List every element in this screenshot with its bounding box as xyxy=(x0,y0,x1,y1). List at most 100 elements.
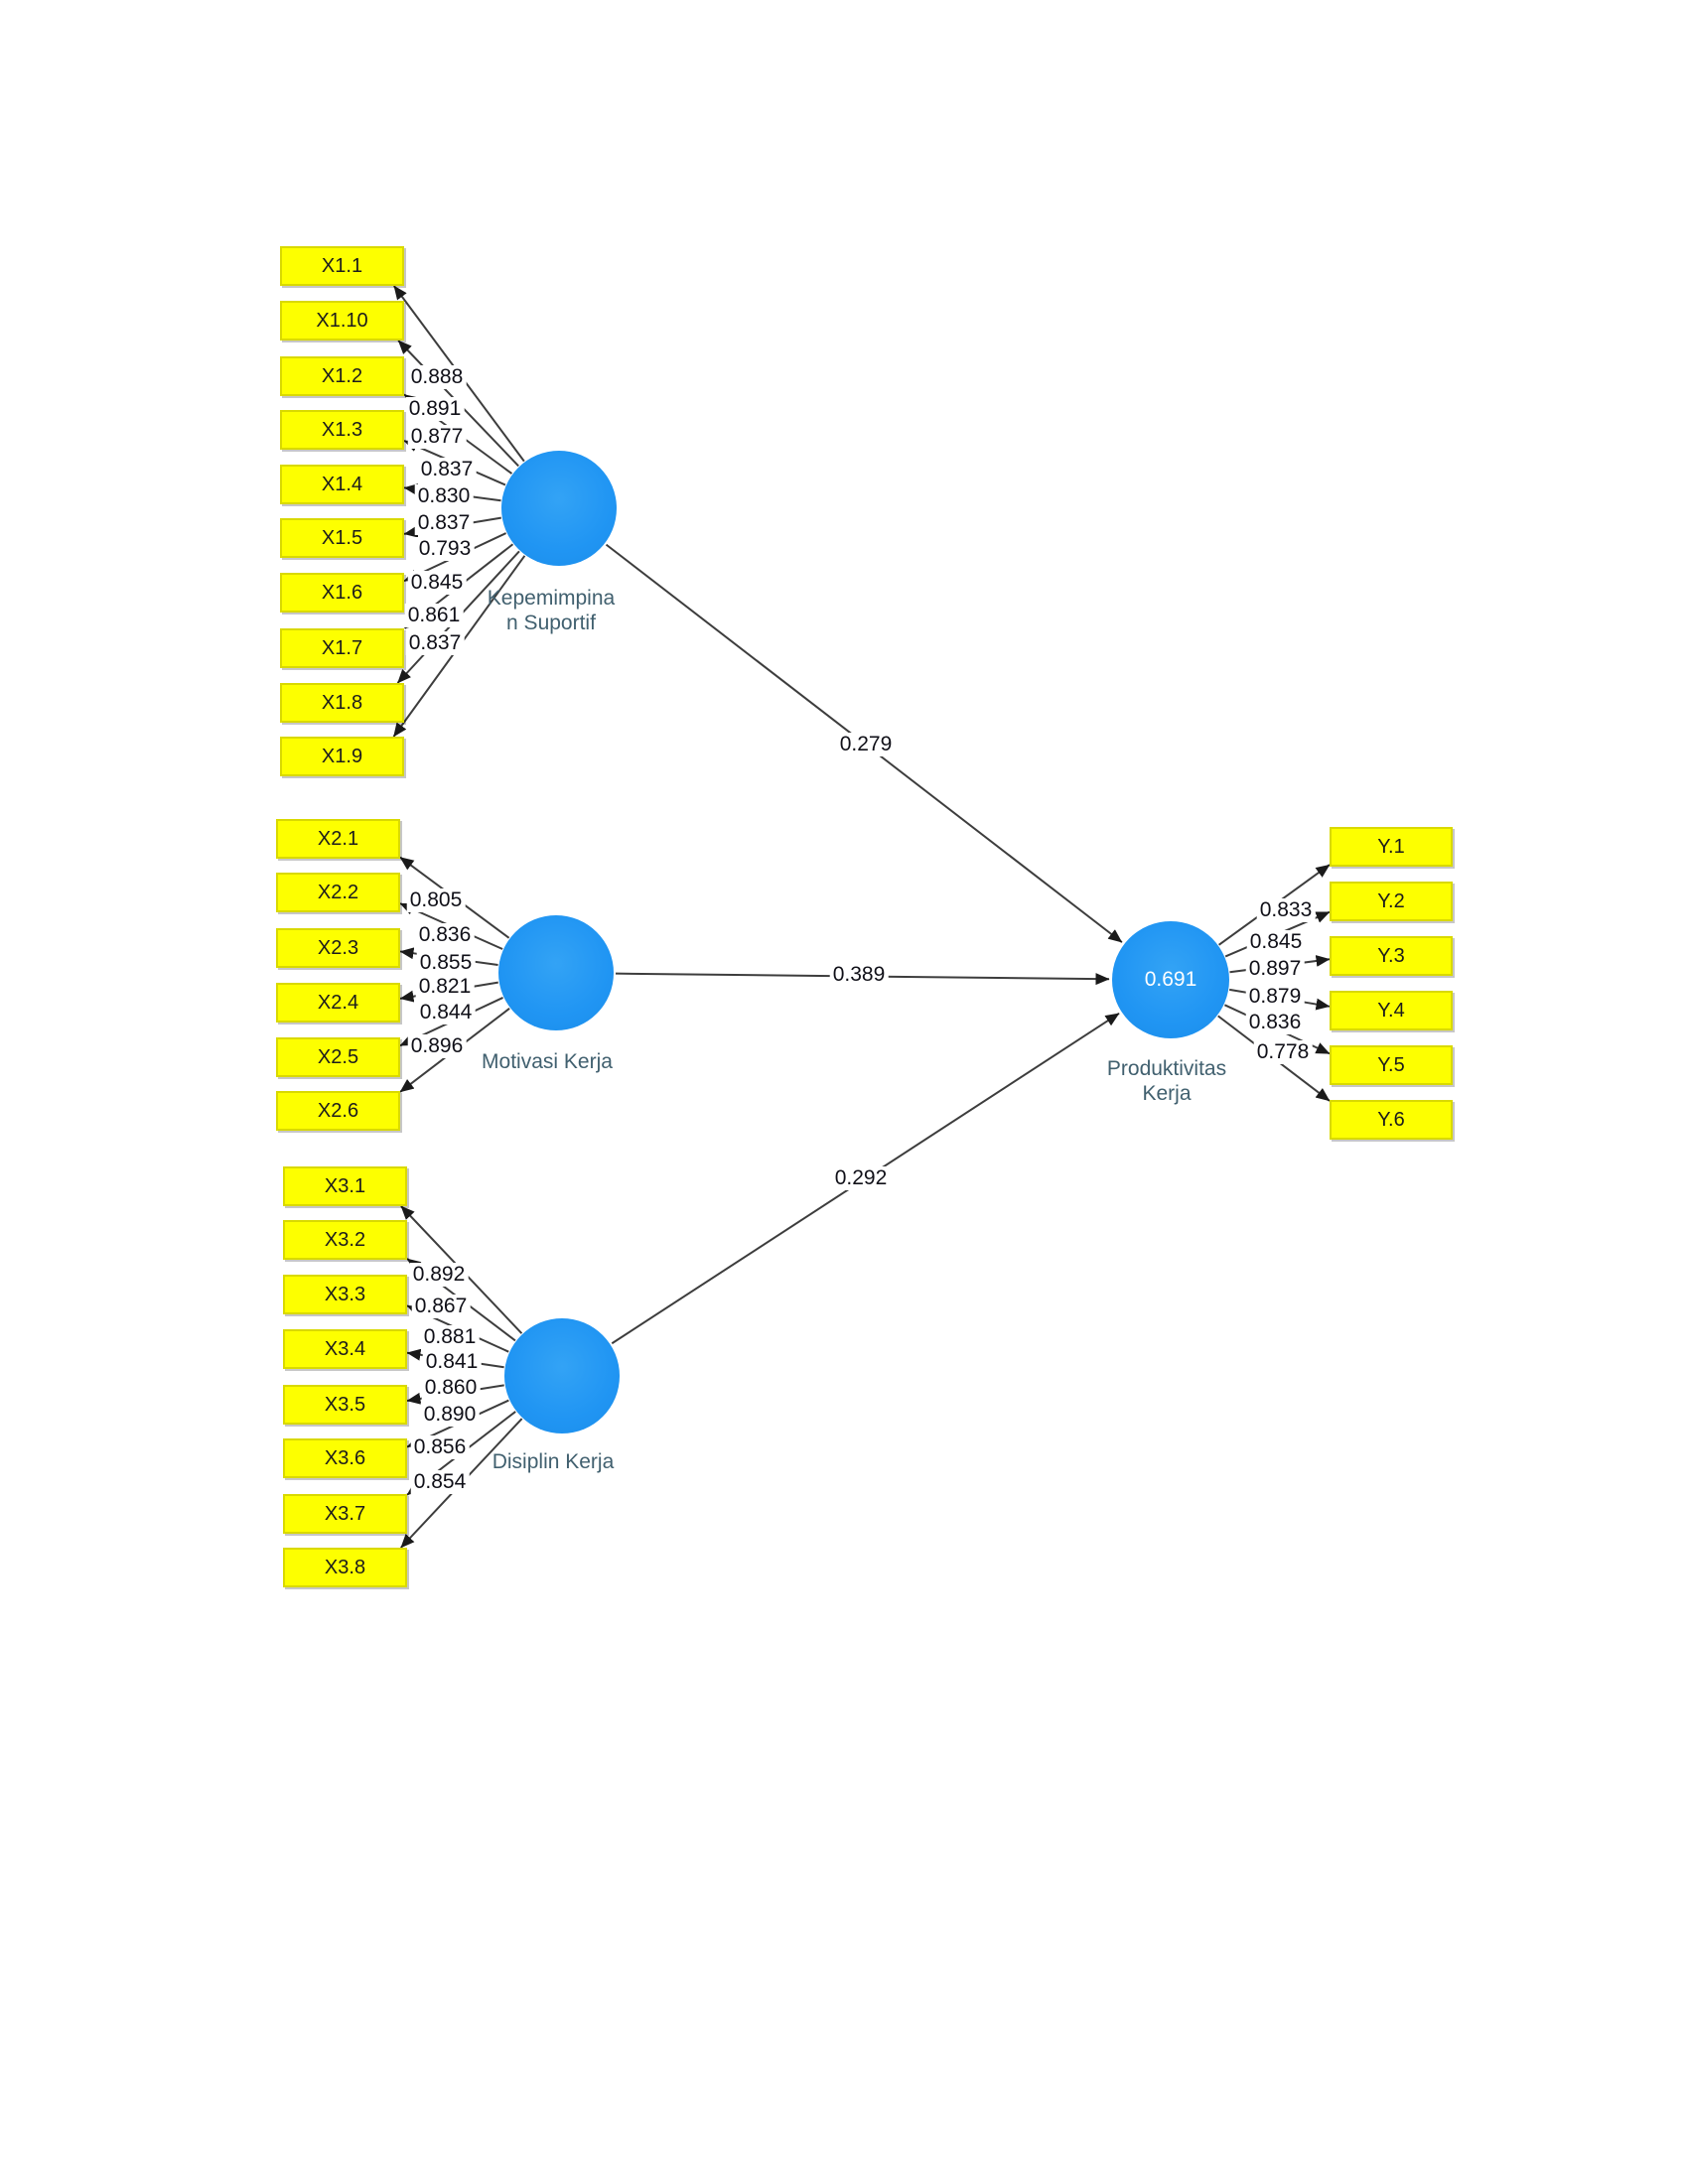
loading-value: 0.793 xyxy=(415,537,475,561)
loading-value: 0.861 xyxy=(404,604,464,627)
loading-value: 0.837 xyxy=(417,458,477,481)
indicator-label: X2.6 xyxy=(317,1099,359,1122)
indicator-x1-3[interactable]: X1.3 xyxy=(280,410,404,450)
loading-value: 0.778 xyxy=(1253,1040,1313,1064)
indicator-label: X2.2 xyxy=(317,881,359,903)
indicator-label: X3.5 xyxy=(324,1393,366,1416)
indicator-label: Y.4 xyxy=(1377,999,1405,1022)
loading-value: 0.805 xyxy=(406,888,466,912)
indicator-x1-9[interactable]: X1.9 xyxy=(280,737,404,776)
indicator-x3-7[interactable]: X3.7 xyxy=(283,1494,407,1534)
loading-value: 0.867 xyxy=(411,1295,471,1318)
loading-value: 0.836 xyxy=(1245,1011,1305,1034)
indicator-label: X2.5 xyxy=(317,1045,359,1068)
indicator-x2-5[interactable]: X2.5 xyxy=(276,1037,400,1077)
latent-label-line: Disiplin Kerja xyxy=(492,1450,615,1473)
loading-value: 0.897 xyxy=(1245,957,1305,981)
indicator-x1-7[interactable]: X1.7 xyxy=(280,628,404,668)
latent-label-line: n Suportif xyxy=(506,612,596,634)
latent-label-line: Produktivitas xyxy=(1106,1057,1227,1080)
loading-value: 0.845 xyxy=(1246,930,1306,954)
indicator-x1-2[interactable]: X1.2 xyxy=(280,356,404,396)
loading-value: 0.888 xyxy=(407,365,467,389)
indicator-label: Y.1 xyxy=(1377,835,1405,858)
indicator-x1-10[interactable]: X1.10 xyxy=(280,301,404,341)
loading-value: 0.833 xyxy=(1256,898,1316,922)
indicator-x3-8[interactable]: X3.8 xyxy=(283,1548,407,1587)
indicator-y-1[interactable]: Y.1 xyxy=(1330,827,1453,867)
indicator-x1-4[interactable]: X1.4 xyxy=(280,465,404,504)
latent-motivasi-kerja[interactable] xyxy=(498,915,614,1030)
indicator-label: X1.6 xyxy=(321,581,363,604)
indicator-label: X3.7 xyxy=(324,1502,366,1525)
indicator-x2-4[interactable]: X2.4 xyxy=(276,983,400,1023)
path-coefficient: 0.279 xyxy=(836,733,896,756)
loading-value: 0.836 xyxy=(415,923,475,947)
indicator-label: X3.6 xyxy=(324,1446,366,1469)
loading-value: 0.879 xyxy=(1245,985,1305,1009)
loading-value: 0.837 xyxy=(414,511,474,535)
latent-kepemimpinan-suportif[interactable] xyxy=(501,451,617,566)
indicator-label: X3.3 xyxy=(324,1283,366,1305)
latent-label-motivasi-kerja: Motivasi Kerja xyxy=(482,1049,613,1074)
indicator-x3-4[interactable]: X3.4 xyxy=(283,1329,407,1369)
indicator-x2-3[interactable]: X2.3 xyxy=(276,928,400,968)
indicator-x2-1[interactable]: X2.1 xyxy=(276,819,400,859)
latent-label-disiplin-kerja: Disiplin Kerja xyxy=(492,1449,615,1474)
indicator-y-2[interactable]: Y.2 xyxy=(1330,882,1453,921)
indicator-label: X2.4 xyxy=(317,991,359,1014)
path-coefficient: 0.292 xyxy=(831,1166,891,1190)
indicator-x3-6[interactable]: X3.6 xyxy=(283,1438,407,1478)
indicator-label: X1.5 xyxy=(321,526,363,549)
loading-value: 0.845 xyxy=(407,571,467,595)
indicator-label: X1.8 xyxy=(321,691,363,714)
indicator-label: Y.2 xyxy=(1377,889,1405,912)
indicator-y-3[interactable]: Y.3 xyxy=(1330,936,1453,976)
indicator-x1-6[interactable]: X1.6 xyxy=(280,573,404,613)
indicator-label: Y.5 xyxy=(1377,1053,1405,1076)
indicator-x1-8[interactable]: X1.8 xyxy=(280,683,404,723)
indicator-x3-2[interactable]: X3.2 xyxy=(283,1220,407,1260)
indicator-label: X1.3 xyxy=(321,418,363,441)
indicator-x1-1[interactable]: X1.1 xyxy=(280,246,404,286)
indicator-x3-1[interactable]: X3.1 xyxy=(283,1166,407,1206)
indicator-label: X1.7 xyxy=(321,636,363,659)
indicator-label: X1.1 xyxy=(321,254,363,277)
loading-value: 0.830 xyxy=(414,484,474,508)
indicator-label: Y.6 xyxy=(1377,1108,1405,1131)
latent-produktivitas-kerja[interactable]: 0.691 xyxy=(1112,921,1229,1038)
indicator-label: X2.3 xyxy=(317,936,359,959)
indicator-y-5[interactable]: Y.5 xyxy=(1330,1045,1453,1085)
indicator-label: X1.9 xyxy=(321,745,363,767)
loading-value: 0.837 xyxy=(405,631,465,655)
latent-label-line: Motivasi Kerja xyxy=(482,1050,613,1073)
indicator-x3-5[interactable]: X3.5 xyxy=(283,1385,407,1425)
loading-value: 0.860 xyxy=(421,1376,481,1400)
indicator-y-4[interactable]: Y.4 xyxy=(1330,991,1453,1030)
latent-label-line: Kepemimpina xyxy=(487,587,616,610)
latent-label-line: Kerja xyxy=(1142,1082,1192,1105)
indicator-label: X3.4 xyxy=(324,1337,366,1360)
loading-value: 0.856 xyxy=(410,1435,470,1459)
indicator-label: X1.10 xyxy=(316,309,368,332)
loading-value: 0.841 xyxy=(422,1350,482,1374)
indicator-y-6[interactable]: Y.6 xyxy=(1330,1100,1453,1140)
loading-value: 0.877 xyxy=(407,425,467,449)
indicator-x2-2[interactable]: X2.2 xyxy=(276,873,400,912)
loading-value: 0.821 xyxy=(415,975,475,999)
loading-value: 0.896 xyxy=(407,1034,467,1058)
loading-value: 0.844 xyxy=(416,1001,476,1024)
indicator-x2-6[interactable]: X2.6 xyxy=(276,1091,400,1131)
indicator-label: X3.1 xyxy=(324,1174,366,1197)
indicator-x1-5[interactable]: X1.5 xyxy=(280,518,404,558)
indicator-label: X1.2 xyxy=(321,364,363,387)
indicator-x3-3[interactable]: X3.3 xyxy=(283,1275,407,1314)
latent-disiplin-kerja[interactable] xyxy=(504,1318,620,1433)
indicator-label: Y.3 xyxy=(1377,944,1405,967)
loading-value: 0.890 xyxy=(420,1403,480,1427)
loading-value: 0.854 xyxy=(410,1470,470,1494)
